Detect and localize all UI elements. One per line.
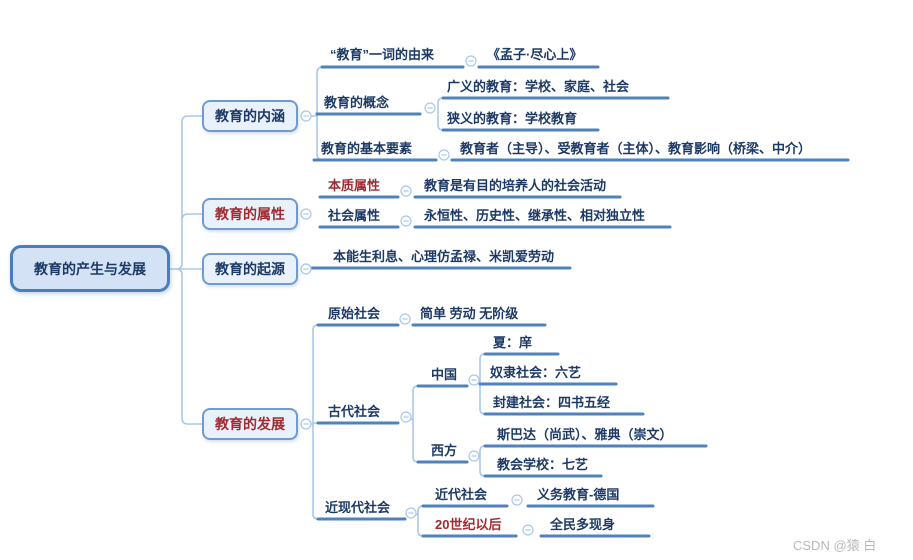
node-essence-value[interactable]: 教育是有目的培养人的社会活动 [424, 178, 607, 193]
connector-line [410, 385, 419, 463]
node-qiyuan-value[interactable]: 本能生利息、心理仿孟禄、米凯爱劳动 [333, 249, 555, 264]
node-concept-broad[interactable]: 广义的教育：学校、家庭、社会 [447, 79, 630, 94]
connector-line [169, 115, 203, 425]
collapse-minus-icon[interactable] [522, 524, 534, 536]
node-elements[interactable]: 教育的基本要素 [321, 141, 413, 156]
node-west[interactable]: 西方 [431, 443, 458, 458]
node-essence[interactable]: 本质属性 [328, 178, 381, 193]
node-primitive-value[interactable]: 简单 劳动 无阶级 [420, 306, 519, 321]
node-20th-century[interactable]: 20世纪以后 [435, 517, 502, 532]
collapse-minus-icon[interactable] [468, 374, 480, 386]
collapse-minus-icon[interactable] [400, 215, 412, 227]
collapse-minus-icon[interactable] [300, 208, 312, 220]
collapse-minus-icon[interactable] [300, 418, 312, 430]
collapse-minus-icon[interactable] [399, 313, 411, 325]
collapse-minus-icon[interactable] [438, 149, 450, 161]
collapse-minus-icon[interactable] [300, 263, 312, 275]
node-china[interactable]: 中国 [431, 367, 458, 382]
node-mengzi[interactable]: 《孟子·尽心上》 [487, 47, 583, 62]
collapse-minus-icon[interactable] [405, 507, 417, 519]
collapse-minus-icon[interactable] [511, 494, 523, 506]
node-neihan[interactable]: 教育的内涵 [202, 100, 298, 132]
node-ancient[interactable]: 古代社会 [328, 404, 381, 419]
node-shuxing[interactable]: 教育的属性 [202, 198, 298, 230]
node-recent[interactable]: 近代社会 [435, 487, 488, 502]
node-recent-value[interactable]: 义务教育-德国 [537, 487, 620, 502]
node-social-value[interactable]: 永恒性、历史性、继承性、相对独立性 [424, 208, 646, 223]
node-china-xia[interactable]: 夏：庠 [493, 335, 533, 350]
node-china-slave[interactable]: 奴隶社会：六艺 [490, 365, 582, 380]
node-west-church[interactable]: 教会学校：七艺 [497, 457, 589, 472]
node-west-sparta[interactable]: 斯巴达（尚武）、雅典（崇文） [497, 427, 673, 442]
collapse-minus-icon[interactable] [400, 411, 412, 423]
node-china-feudal[interactable]: 封建社会：四书五经 [493, 395, 611, 410]
node-word-origin[interactable]: “教育”一词的由来 [330, 47, 435, 62]
connector-line [415, 505, 424, 537]
node-root[interactable]: 教育的产生与发展 [10, 245, 170, 292]
connector-line [478, 445, 486, 477]
node-elements-value[interactable]: 教育者（主导）、受教育者（主体）、教育影响（桥梁、中介） [460, 141, 812, 156]
collapse-minus-icon[interactable] [400, 185, 412, 197]
node-20th-value[interactable]: 全民多现身 [550, 517, 616, 532]
watermark: CSDN @猿 白 [793, 538, 877, 553]
collapse-minus-icon[interactable] [465, 55, 477, 67]
node-primitive[interactable]: 原始社会 [328, 306, 381, 321]
collapse-minus-icon[interactable] [300, 110, 312, 122]
collapse-minus-icon[interactable] [468, 450, 480, 462]
node-modern[interactable]: 近现代社会 [325, 500, 391, 515]
node-social[interactable]: 社会属性 [328, 208, 381, 223]
node-concept-narrow[interactable]: 狭义的教育：学校教育 [447, 111, 578, 126]
branch-underlines [308, 65, 850, 538]
connector-line [437, 97, 444, 131]
collapse-buttons [300, 55, 534, 536]
collapse-minus-icon[interactable] [424, 102, 436, 114]
node-qiyuan[interactable]: 教育的起源 [202, 253, 298, 285]
node-fazhan[interactable]: 教育的发展 [202, 408, 298, 440]
node-concept[interactable]: 教育的概念 [324, 95, 390, 110]
